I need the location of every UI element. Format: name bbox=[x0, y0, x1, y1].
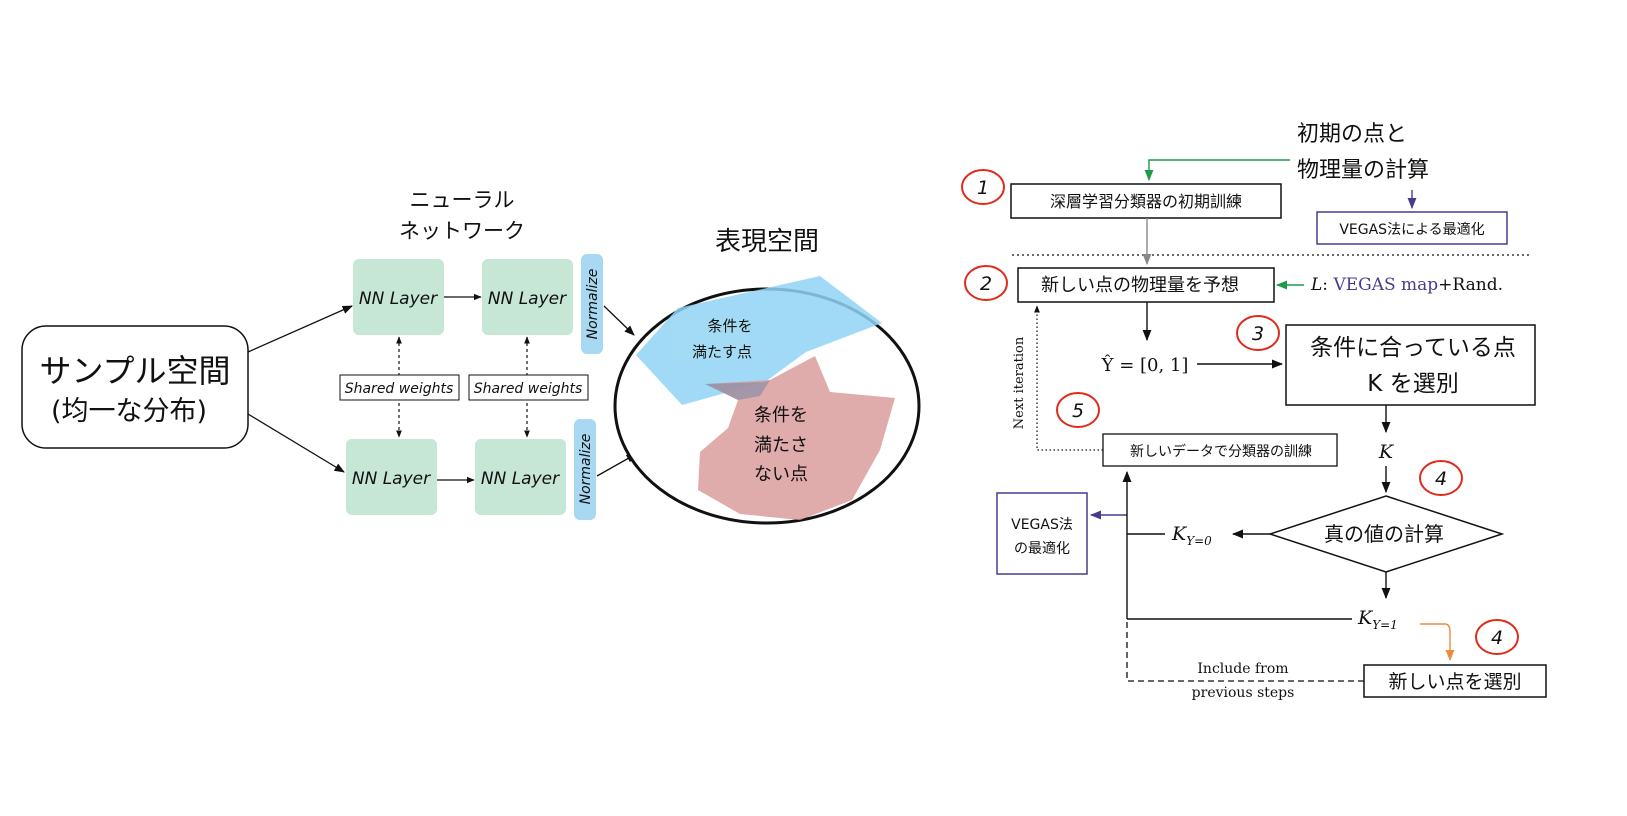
initial-note-line2: 物理量の計算 bbox=[1297, 158, 1429, 183]
step-2-marker: 2 bbox=[964, 265, 1008, 301]
sample-space-box: サンプル空間 (均一な分布) bbox=[21, 325, 249, 449]
step-3-marker: 3 bbox=[1236, 315, 1280, 351]
retrain-label: 新しいデータで分類器の訓練 bbox=[1130, 443, 1312, 460]
shared-weights-box-1: Shared weights bbox=[339, 374, 460, 401]
shared-weights-label: Shared weights bbox=[474, 381, 583, 397]
step-5-marker: 5 bbox=[1056, 392, 1100, 428]
not-satisfy-line2: 満たさ bbox=[754, 435, 808, 456]
network-title-line2: ネットワーク bbox=[399, 219, 525, 243]
satisfy-region bbox=[636, 276, 882, 405]
normalize-label: Normalize bbox=[578, 434, 594, 505]
svg-text:5: 5 bbox=[1072, 400, 1084, 422]
sample-space-line1: サンプル空間 bbox=[39, 352, 230, 390]
orange-arrow-to-new-points bbox=[1420, 623, 1455, 662]
vegas-opt-bottom-line1: VEGAS法 bbox=[1011, 517, 1073, 533]
nn-layer-bottom-1: NN Layer bbox=[346, 439, 437, 515]
nn-layer-label: NN Layer bbox=[481, 469, 560, 489]
sample-space-line2: (均一な分布) bbox=[51, 396, 207, 427]
new-points-label: 新しい点を選別 bbox=[1388, 671, 1521, 693]
shared-weights-box-2: Shared weights bbox=[468, 374, 589, 401]
representation-space: 条件を 満たす点 条件を 満たさ ない点 bbox=[613, 276, 921, 525]
vegas-opt-top-box: VEGAS法による最適化 bbox=[1316, 211, 1508, 245]
svg-text:2: 2 bbox=[980, 273, 992, 295]
arrow-top-to-representation bbox=[603, 305, 635, 336]
nn-layer-bottom-2: NN Layer bbox=[475, 439, 566, 515]
step-1-marker: 1 bbox=[961, 169, 1005, 205]
k-y0-label: KY=0 bbox=[1171, 523, 1212, 548]
step-4-marker-b: 4 bbox=[1475, 619, 1519, 655]
true-value-diamond: 真の値の計算 bbox=[1267, 495, 1505, 573]
next-iteration-arrow bbox=[1034, 305, 1103, 451]
include-from-line1: Include from bbox=[1197, 661, 1288, 677]
overlap-region bbox=[705, 380, 770, 400]
predict-box: 新しい点の物理量を予想 bbox=[1017, 267, 1275, 303]
normalize-label: Normalize bbox=[585, 269, 601, 340]
retrain-box: 新しいデータで分類器の訓練 bbox=[1102, 433, 1338, 467]
satisfy-line1: 条件を bbox=[707, 317, 752, 335]
green-arrow-initial bbox=[1144, 159, 1290, 182]
not-satisfy-line3: ない点 bbox=[754, 464, 808, 485]
new-points-box: 新しい点を選別 bbox=[1363, 664, 1547, 698]
next-iteration-label: Next iteration bbox=[1012, 336, 1027, 429]
normalize-bottom: Normalize bbox=[574, 419, 596, 520]
initial-training-box: 深層学習分類器の初期訓練 bbox=[1010, 183, 1282, 219]
initial-note-line1: 初期の点と bbox=[1297, 122, 1407, 147]
select-k-line2: K を選別 bbox=[1367, 371, 1458, 397]
select-k-box: 条件に合っている点 K を選別 bbox=[1285, 324, 1536, 406]
nn-layer-label: NN Layer bbox=[488, 289, 567, 309]
svg-text:1: 1 bbox=[977, 177, 989, 199]
y-hat-label: Ŷ = [0, 1] bbox=[1101, 353, 1189, 376]
vegas-opt-bottom-line2: の最適化 bbox=[1014, 540, 1070, 557]
representation-title: 表現空間 bbox=[715, 227, 819, 257]
true-value-label: 真の値の計算 bbox=[1324, 522, 1444, 546]
l-label: L: VEGAS map+Rand. bbox=[1310, 275, 1503, 295]
select-k-line1: 条件に合っている点 bbox=[1310, 335, 1516, 361]
nn-layer-label: NN Layer bbox=[359, 289, 438, 309]
not-satisfy-line1: 条件を bbox=[754, 405, 808, 426]
nn-layer-top-1: NN Layer bbox=[353, 259, 444, 335]
arrow-sample-to-top-network bbox=[247, 305, 353, 353]
vegas-opt-bottom-box: VEGAS法 の最適化 bbox=[996, 492, 1088, 575]
normalize-top: Normalize bbox=[581, 254, 603, 354]
shared-weights-label: Shared weights bbox=[345, 381, 454, 397]
predict-label: 新しい点の物理量を予想 bbox=[1041, 275, 1239, 296]
step-4-marker-a: 4 bbox=[1419, 460, 1463, 496]
initial-training-label: 深層学習分類器の初期訓練 bbox=[1050, 192, 1242, 211]
svg-text:3: 3 bbox=[1252, 323, 1264, 345]
satisfy-line2: 満たす点 bbox=[692, 343, 752, 361]
svg-text:4: 4 bbox=[1435, 468, 1447, 490]
network-title-line1: ニューラル bbox=[410, 188, 515, 212]
k-label: K bbox=[1378, 441, 1395, 463]
include-from-line2: previous steps bbox=[1192, 685, 1295, 701]
svg-text:4: 4 bbox=[1491, 627, 1503, 649]
vegas-opt-top-label: VEGAS法による最適化 bbox=[1339, 221, 1484, 238]
arrow-sample-to-bottom-network bbox=[247, 413, 345, 473]
k-y1-label: KY=1 bbox=[1357, 607, 1398, 632]
nn-layer-top-2: NN Layer bbox=[482, 259, 573, 335]
nn-layer-label: NN Layer bbox=[352, 469, 431, 489]
